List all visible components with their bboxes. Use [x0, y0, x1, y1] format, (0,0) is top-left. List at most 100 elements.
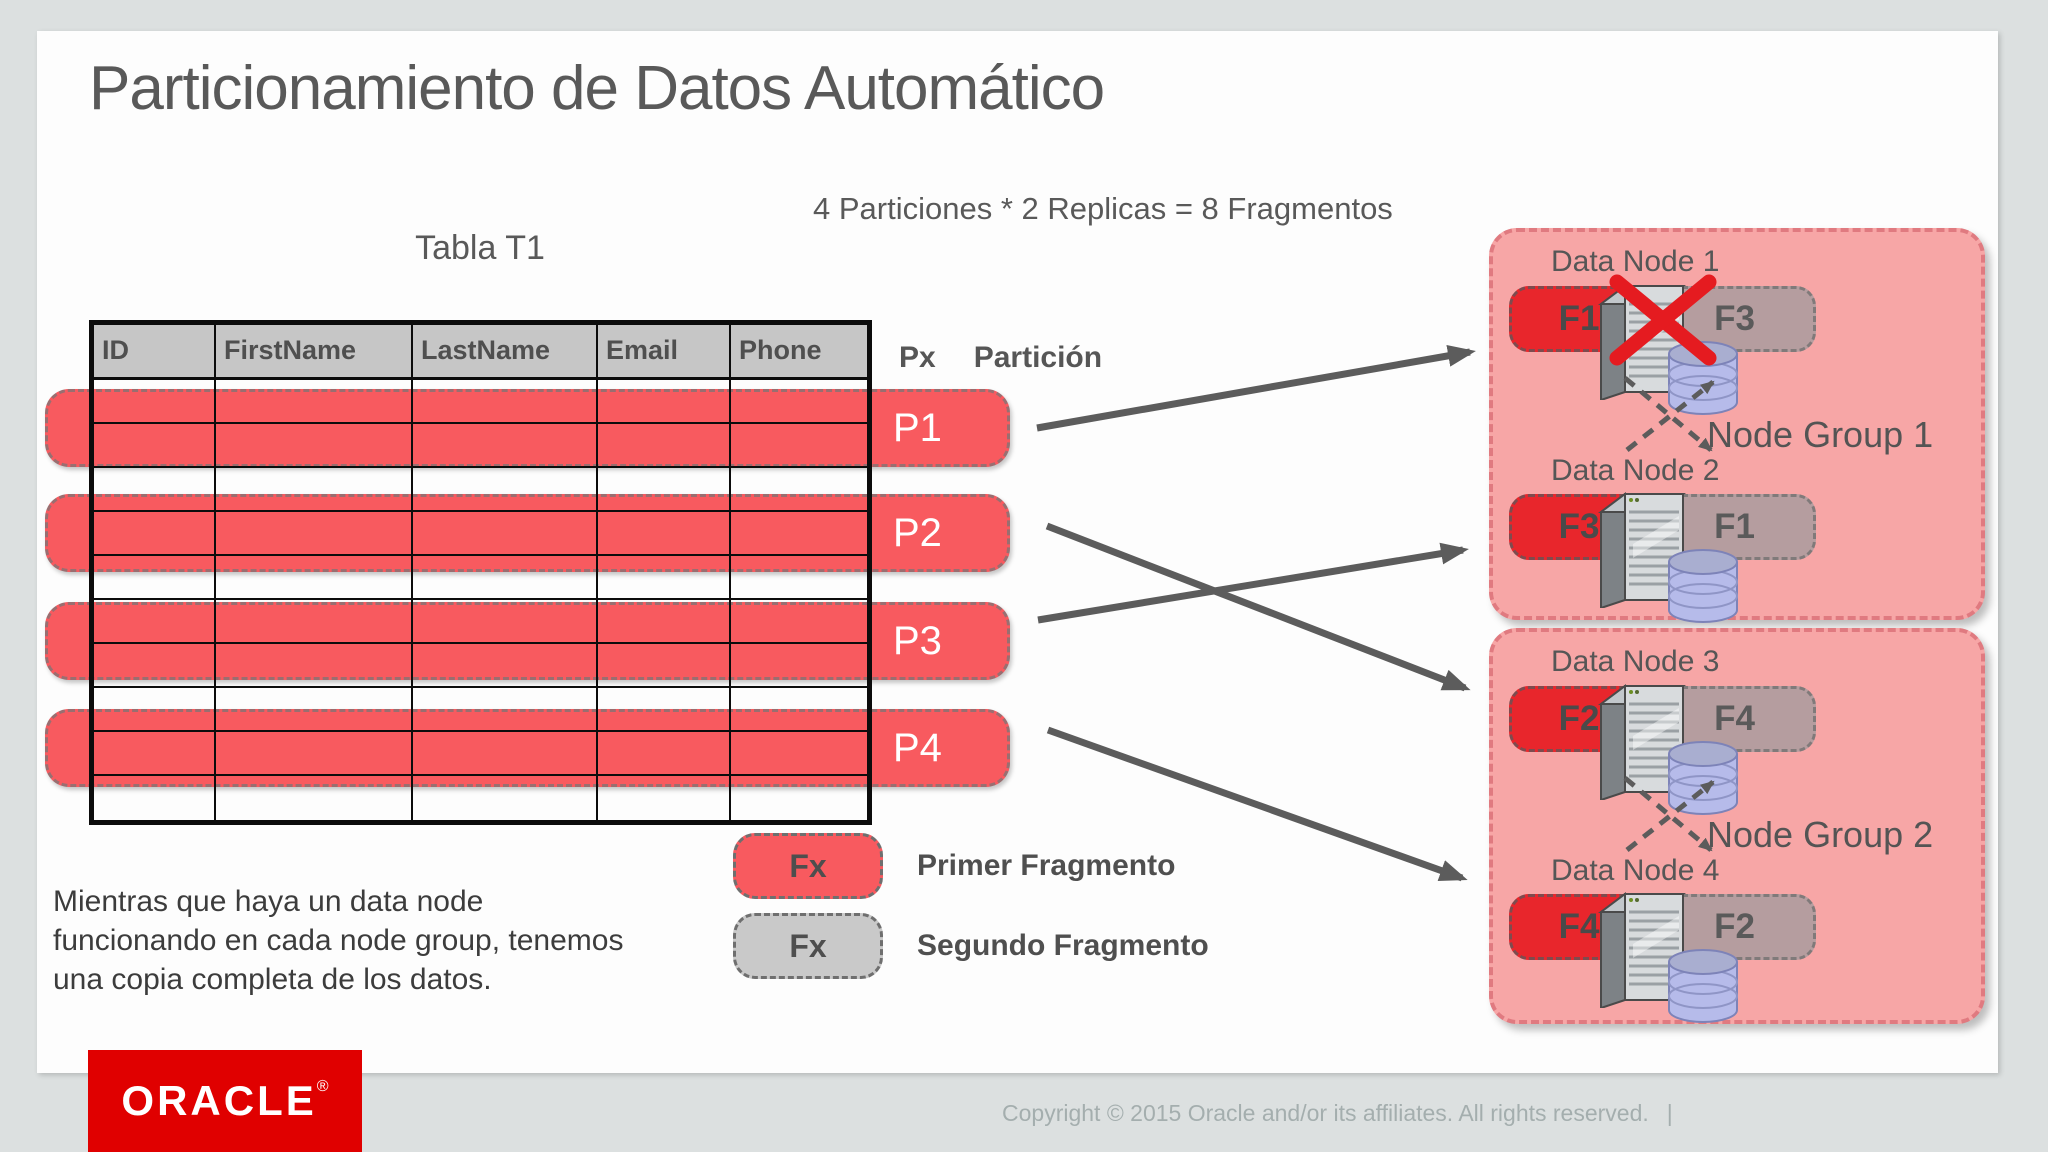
table-cell — [216, 776, 413, 820]
table-cell — [94, 424, 216, 466]
column-header-phone: Phone — [739, 335, 822, 365]
oracle-logo-text: ORACLE — [121, 1077, 317, 1124]
table-row — [94, 732, 867, 776]
legend-swatch-primary: Fx — [733, 833, 883, 899]
px-label: Px — [899, 341, 936, 374]
particion-label: Partición — [973, 341, 1103, 374]
replication-arrows-icon — [1619, 372, 1737, 467]
table-row — [94, 512, 867, 556]
data-node-2: F3 F1 — [1493, 492, 1981, 634]
node-group-2: Data Node 3 F2 F4 Node Group 2 Data Node… — [1489, 628, 1985, 1024]
note-line: funcionando en cada node group, tenemos — [53, 924, 624, 957]
arrow-p3-to-datanode2 — [1037, 542, 1469, 624]
column-header-firstname: FirstName — [216, 325, 413, 377]
table-body — [94, 380, 867, 820]
table-cell — [94, 380, 216, 422]
table-cell — [598, 468, 731, 510]
data-node-3: F2 F4 — [1493, 684, 1981, 826]
table-cell — [413, 600, 598, 642]
note-line: Mientras que haya un data node — [53, 885, 484, 918]
data-node-3-label: Data Node 3 — [1551, 645, 1720, 678]
table-cell — [94, 644, 216, 686]
table-cell — [731, 776, 867, 820]
oracle-logo: ORACLE ® — [88, 1050, 362, 1152]
replication-arrows-icon — [1619, 772, 1737, 867]
table-cell — [216, 424, 413, 466]
failure-x-icon — [1609, 274, 1717, 366]
server-icon — [1587, 678, 1695, 802]
column-header-lastname: LastName — [413, 325, 598, 377]
node-group-2-label: Node Group 2 — [1707, 814, 1934, 855]
table-header-row: ID FirstName LastName Email Phone — [94, 325, 867, 380]
table-cell — [731, 688, 867, 730]
table-cell — [94, 556, 216, 598]
table-cell — [413, 380, 598, 422]
legend-secondary-fragment: Fx Segundo Fragmento — [733, 913, 1209, 979]
table-cell — [413, 556, 598, 598]
table-row — [94, 644, 867, 688]
data-node-2-label: Data Node 2 — [1551, 454, 1720, 487]
table-cell — [216, 600, 413, 642]
table-cell — [216, 688, 413, 730]
table-cell — [94, 468, 216, 510]
table-cell — [598, 424, 731, 466]
partition-label: P2 — [893, 510, 942, 555]
footer-separator: | — [1666, 1100, 1673, 1126]
legend-swatch-secondary: Fx — [733, 913, 883, 979]
table-cell — [598, 644, 731, 686]
table-cell — [731, 732, 867, 774]
database-icon — [1661, 548, 1745, 624]
table-cell — [413, 424, 598, 466]
availability-note: Mientras que haya un data node funcionan… — [53, 882, 623, 999]
partition-band-p3: P3 — [45, 602, 1010, 680]
table-caption: Tabla T1 — [415, 229, 545, 267]
partition-label: P1 — [893, 405, 942, 450]
data-node-1-label: Data Node 1 — [1551, 245, 1720, 278]
registered-trademark-icon: ® — [316, 1078, 329, 1095]
data-node-4-label: Data Node 4 — [1551, 854, 1720, 887]
data-node-4: F4 F2 — [1493, 892, 1981, 1034]
copyright-line: Copyright © 2015 Oracle and/or its affil… — [1002, 1100, 1673, 1127]
partition-label: P4 — [893, 725, 942, 770]
table-row — [94, 468, 867, 512]
legend-label-primary: Primer Fragmento — [917, 849, 1176, 882]
column-header-email: Email — [598, 325, 731, 377]
table-cell — [413, 776, 598, 820]
partition-band-p1: P1 — [45, 389, 1010, 467]
table-cell — [413, 512, 598, 554]
table-cell — [731, 424, 867, 466]
legend-primary-fragment: Fx Primer Fragmento — [733, 833, 1175, 899]
table-cell — [598, 600, 731, 642]
table-cell — [216, 732, 413, 774]
table-cell — [94, 732, 216, 774]
table-row — [94, 600, 867, 644]
node-group-1: Data Node 1 F1 F3 Node Group 1 Data Node… — [1489, 228, 1985, 623]
table-cell — [216, 644, 413, 686]
note-line: una copia completa de los datos. — [53, 963, 492, 996]
fragments-formula: 4 Particiones * 2 Replicas = 8 Fragmento… — [813, 191, 1393, 226]
slide-canvas: Particionamiento de Datos Automático 4 P… — [37, 31, 1998, 1073]
table-cell — [94, 600, 216, 642]
table-cell — [598, 556, 731, 598]
legend-label-secondary: Segundo Fragmento — [917, 929, 1209, 962]
table-cell — [413, 644, 598, 686]
table-cell — [598, 732, 731, 774]
table-cell — [216, 380, 413, 422]
table-cell — [731, 468, 867, 510]
table-cell — [598, 776, 731, 820]
table-cell — [598, 688, 731, 730]
table-row — [94, 556, 867, 600]
table-cell — [598, 380, 731, 422]
table-cell — [413, 468, 598, 510]
table-cell — [731, 556, 867, 598]
table-cell — [94, 512, 216, 554]
table-row — [94, 380, 867, 424]
table-cell — [94, 688, 216, 730]
column-header-id: ID — [94, 325, 216, 377]
fragment-secondary: F4 — [1653, 686, 1816, 752]
table-cell — [413, 688, 598, 730]
partition-band-p2: P2 — [45, 494, 1010, 572]
copyright-text: Copyright © 2015 Oracle and/or its affil… — [1002, 1100, 1649, 1126]
slide-title: Particionamiento de Datos Automático — [89, 54, 1105, 123]
